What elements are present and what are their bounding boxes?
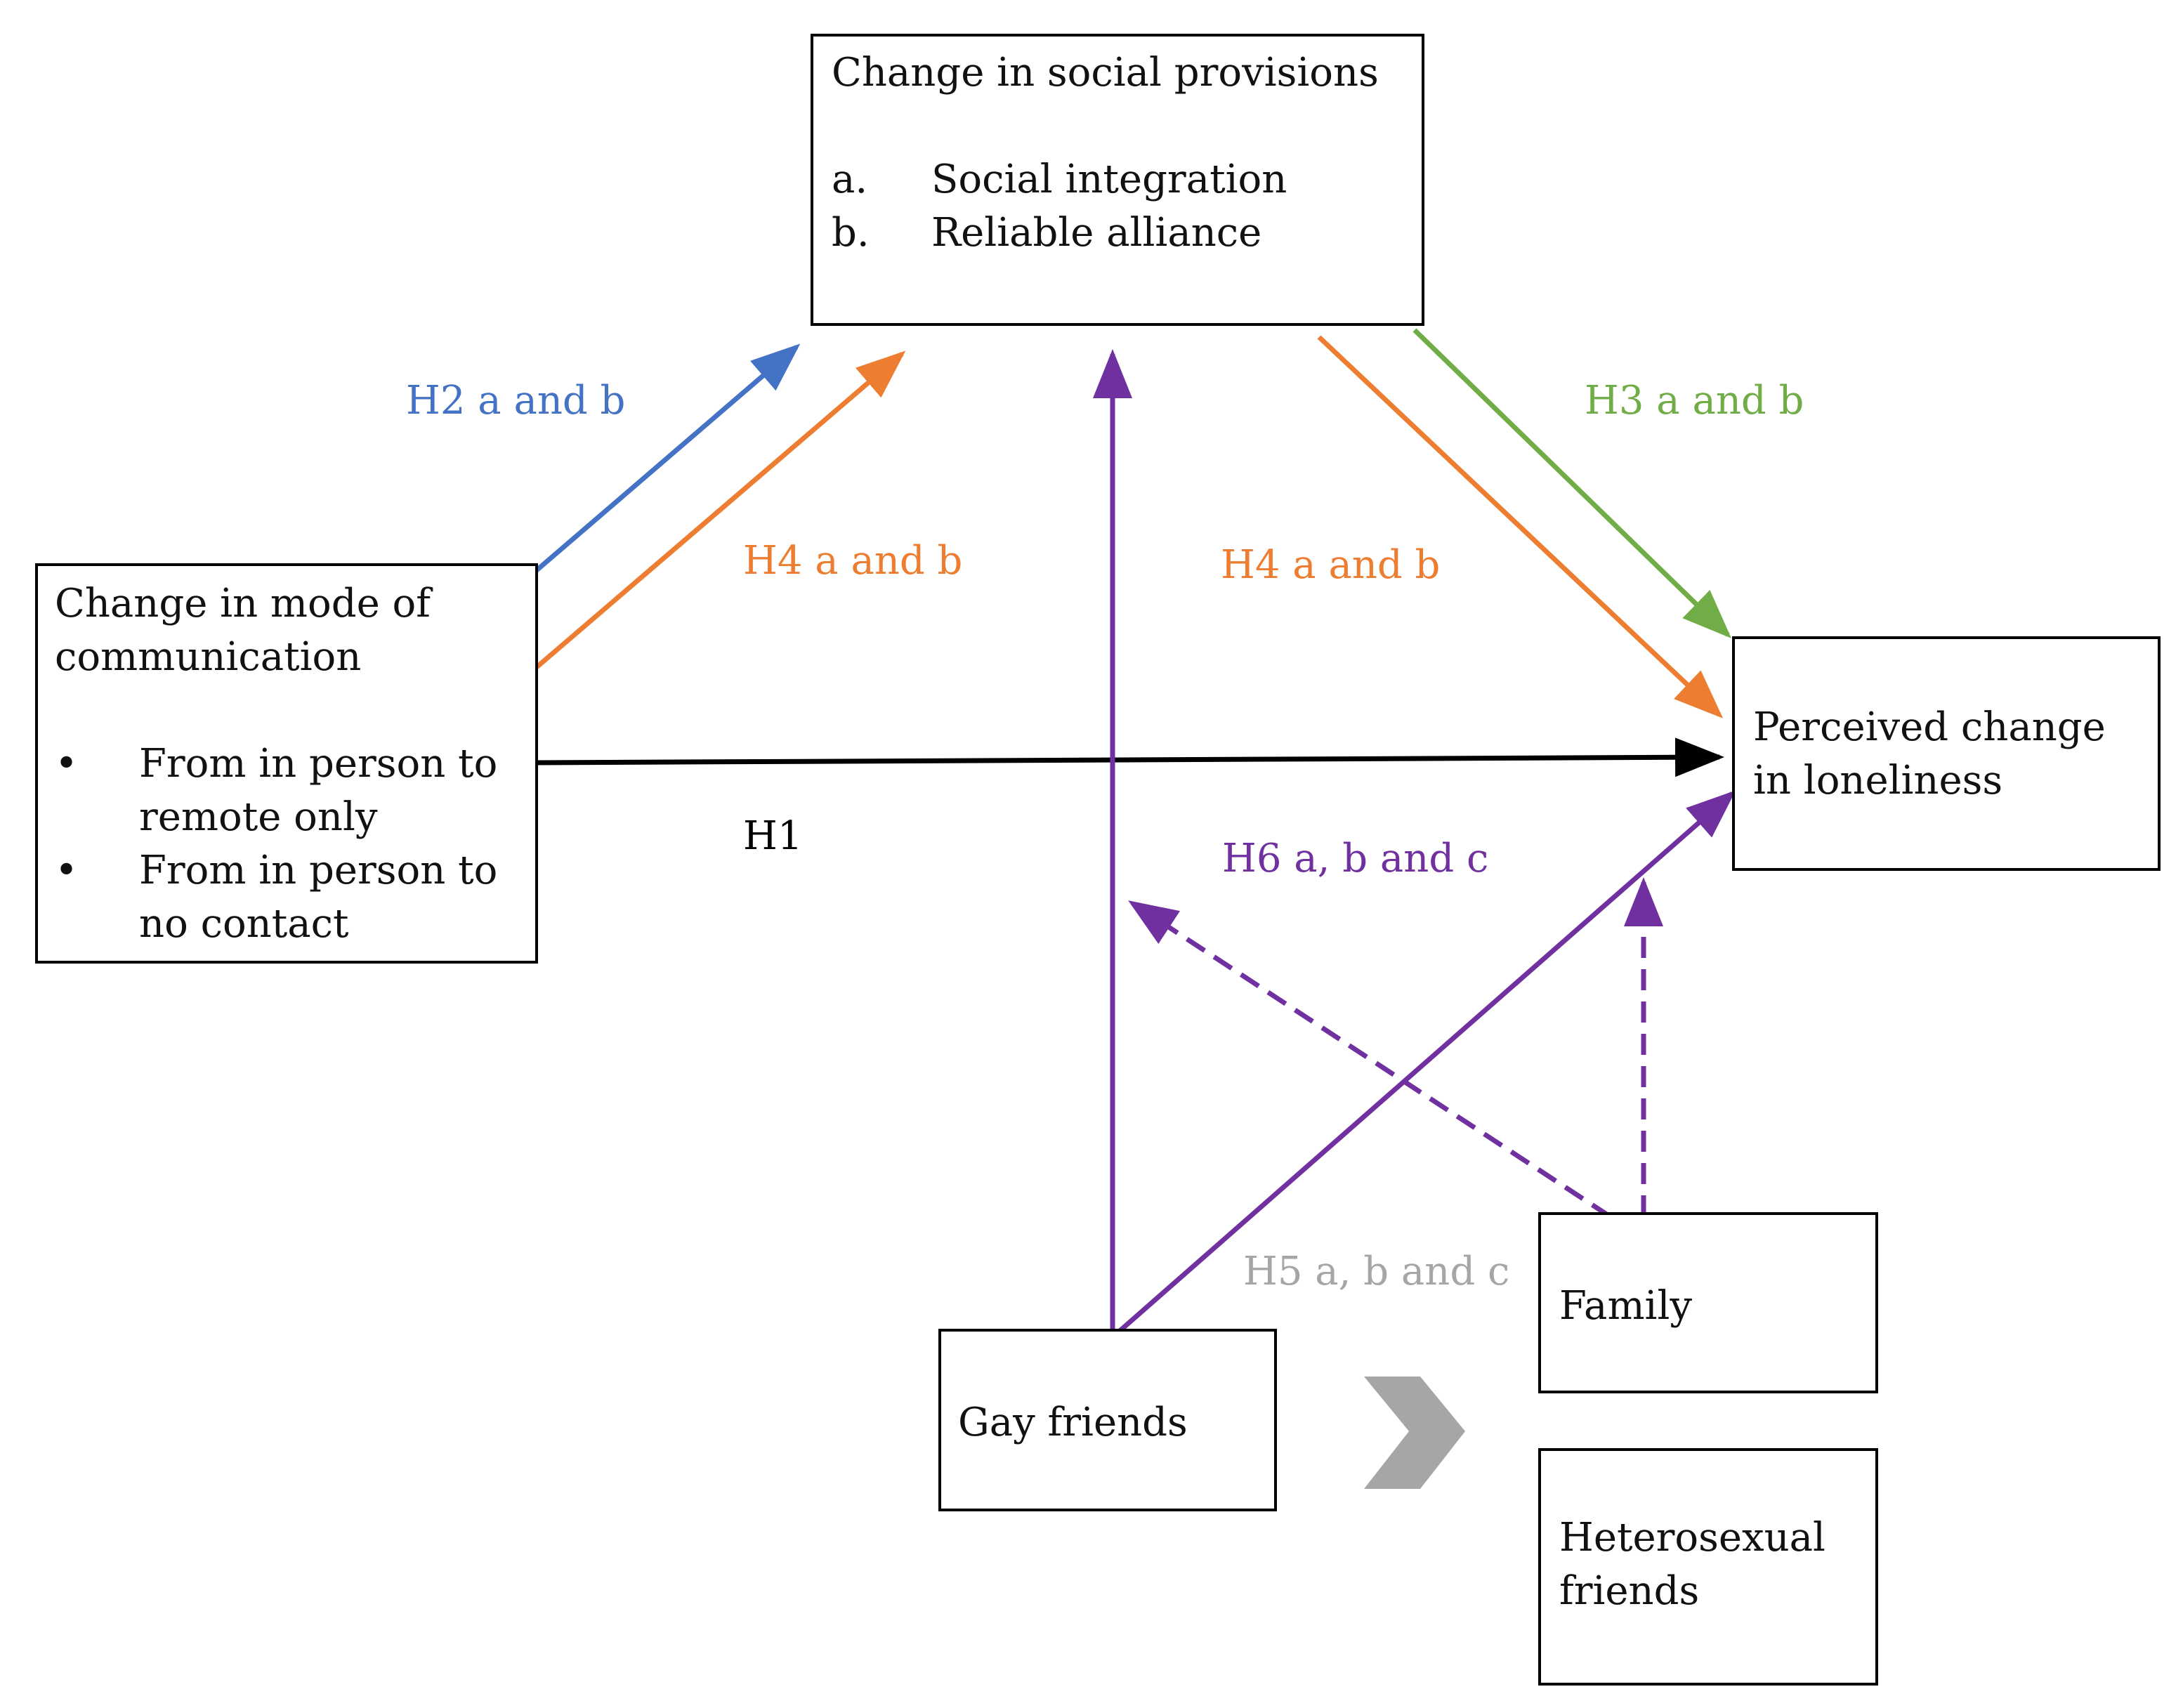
edge-h1-mode-to-loneliness — [536, 737, 1724, 777]
node-title: Gay friends — [958, 1400, 1188, 1445]
list-item-text: Social integration — [931, 157, 1287, 202]
edge-h4-mode-to-provisions — [535, 350, 906, 669]
chevron-right-icon — [1364, 1377, 1465, 1489]
list-marker: b. — [832, 210, 870, 256]
list-item: • From in person to no contact — [55, 844, 518, 951]
node-title: Perceived change in loneliness — [1753, 704, 2106, 803]
label-h2: H2 a and b — [406, 378, 626, 423]
label-h5: H5 a, b and c — [1243, 1249, 1510, 1294]
node-family: Family — [1538, 1212, 1878, 1393]
node-loneliness: Perceived change in loneliness — [1732, 636, 2161, 871]
list-item: b. Reliable alliance — [832, 206, 1403, 260]
label-h4-left: H4 a and b — [743, 538, 963, 584]
label-h6: H6 a, b and c — [1222, 836, 1489, 881]
label-h4-right: H4 a and b — [1221, 542, 1441, 588]
label-h3: H3 a and b — [1585, 378, 1804, 423]
node-heterosexual-friends: Heterosexual friends — [1538, 1448, 1878, 1686]
list-marker: a. — [832, 157, 868, 202]
node-title: Family — [1559, 1283, 1692, 1329]
list-item-text: From in person to no contact — [139, 848, 498, 947]
label-h1: H1 — [743, 813, 803, 859]
list-item-text: From in person to remote only — [139, 741, 498, 840]
list-item-text: Reliable alliance — [931, 210, 1262, 256]
edge-h3-provisions-to-loneliness — [1412, 328, 1732, 638]
edge-h4-provisions-to-loneliness — [1317, 335, 1724, 718]
node-social-provisions: Change in social provisions a. Social in… — [811, 34, 1424, 326]
node-gay-friends: Gay friends — [938, 1329, 1277, 1511]
list-item: • From in person to remote only — [55, 737, 518, 844]
bullet-icon: • — [55, 848, 79, 893]
edge-h2-mode-to-provisions — [535, 343, 801, 572]
node-title: Change in social provisions — [832, 50, 1379, 96]
list-item: a. Social integration — [832, 153, 1403, 206]
edge-h6-family-to-provisions — [1128, 900, 1611, 1218]
bullet-icon: • — [55, 741, 79, 787]
node-title: Heterosexual friends — [1559, 1515, 1825, 1614]
node-title: Change in mode of communication — [55, 581, 431, 680]
node-mode-of-communication: Change in mode of communication • From i… — [35, 563, 538, 964]
